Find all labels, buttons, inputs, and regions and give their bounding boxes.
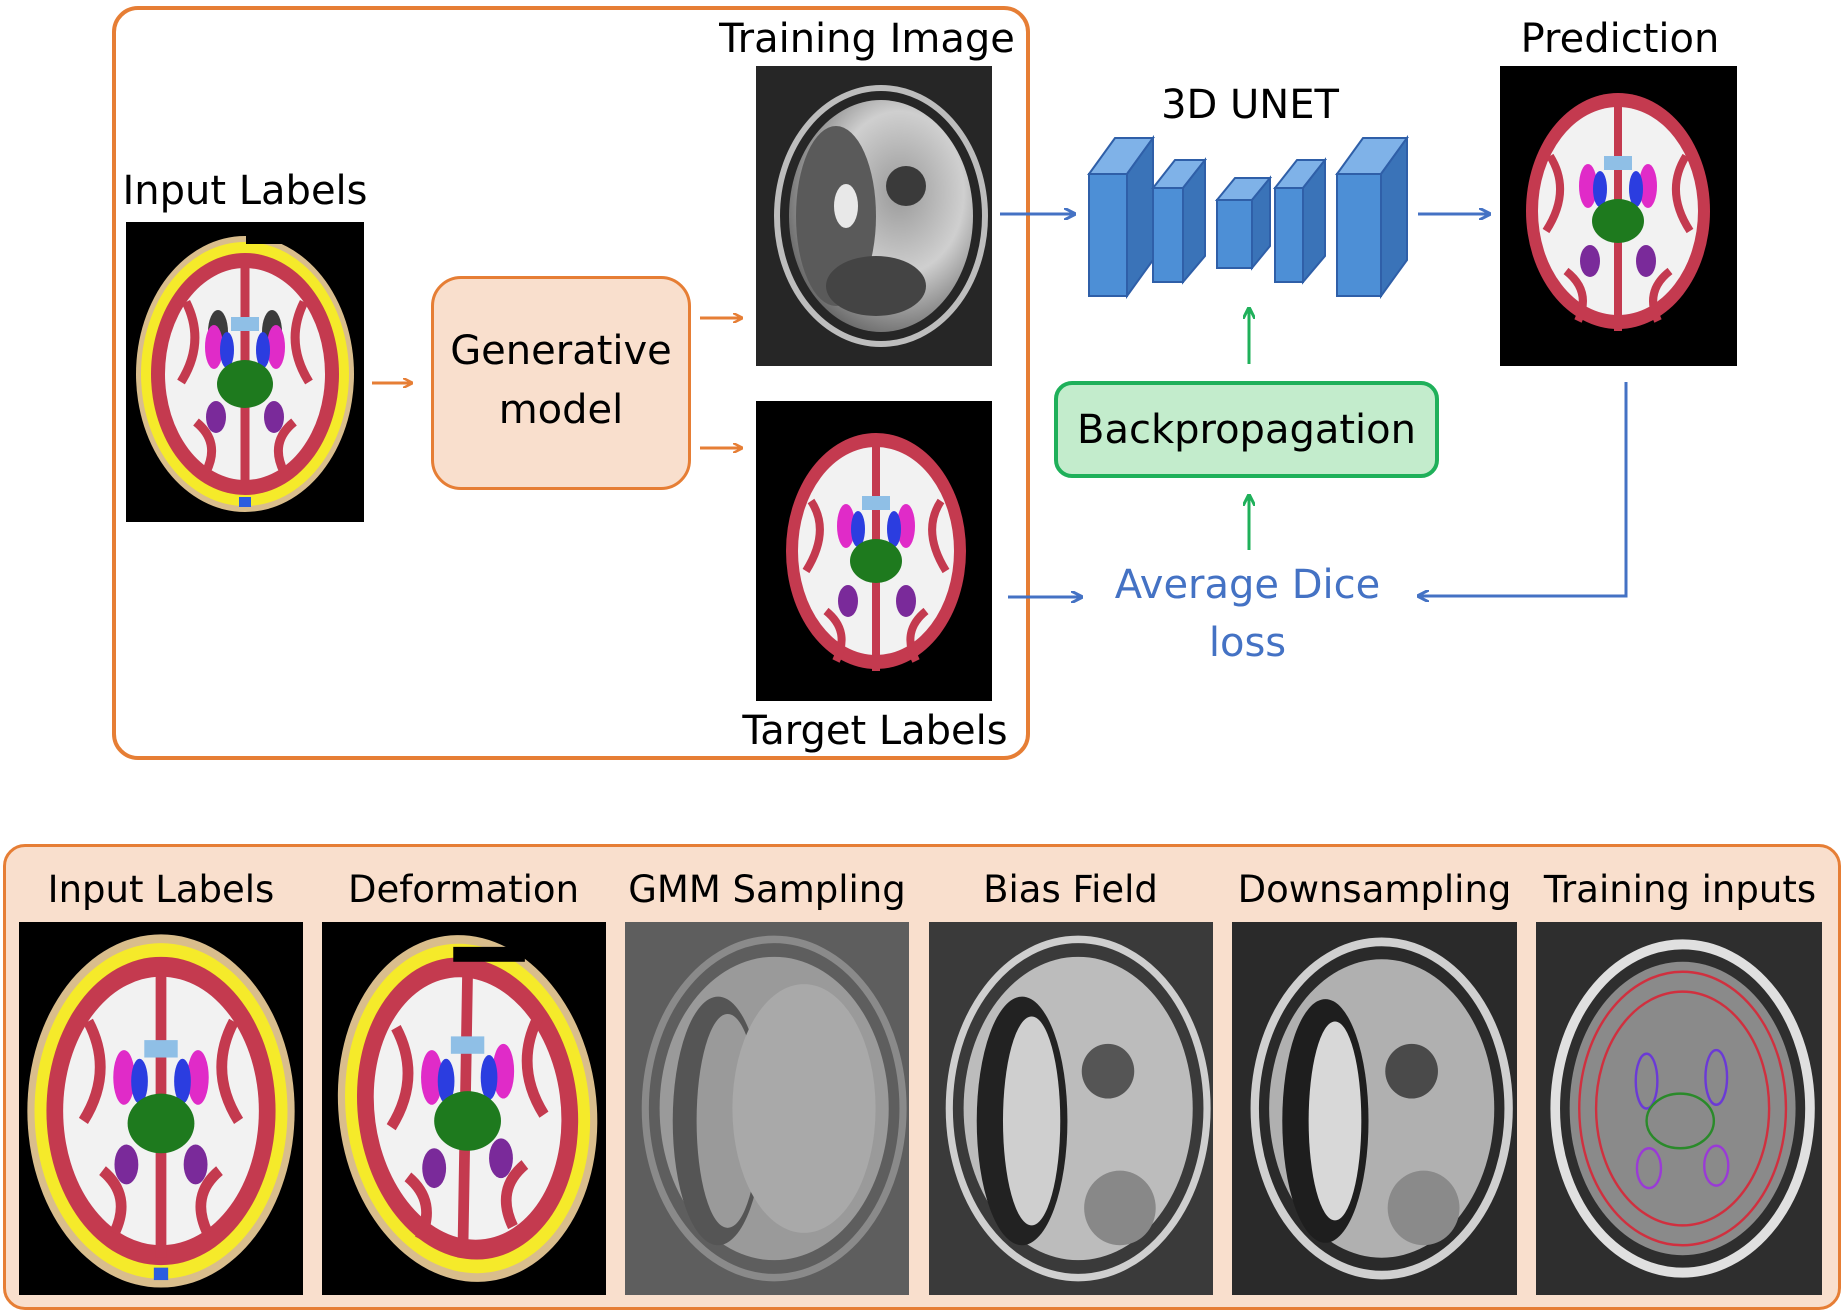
- step-label-deformation: Deformation: [347, 868, 580, 911]
- target-labels-image: [756, 401, 992, 701]
- step-label-downsampling: Downsampling: [1237, 868, 1512, 911]
- backpropagation-label: Backpropagation: [1077, 407, 1416, 453]
- input-labels-image: [126, 222, 364, 522]
- prediction-image: [1500, 66, 1737, 366]
- step-label-bias-field: Bias Field: [983, 868, 1158, 911]
- step-image-deformation: [322, 922, 606, 1295]
- step-image-gmm-sampling: [625, 922, 909, 1295]
- step-image-input-labels: [19, 922, 303, 1295]
- generative-pipeline-frame: [112, 6, 1030, 760]
- step-label-input-labels: Input Labels: [47, 868, 275, 911]
- input-labels-title: Input Labels: [122, 168, 368, 214]
- dice-loss-label-line1: Average Dice: [1114, 562, 1381, 608]
- step-image-bias-field: [929, 922, 1213, 1295]
- step-image-training-inputs: [1536, 922, 1822, 1295]
- step-image-downsampling: [1232, 922, 1517, 1295]
- dice-loss-label-line2: loss: [1208, 620, 1287, 666]
- training-image-title: Training Image: [719, 16, 1015, 62]
- unet-diagram: [1085, 130, 1415, 300]
- arrow-prediction-to-dice: [1418, 382, 1628, 596]
- training-image: [756, 66, 992, 366]
- prediction-title: Prediction: [1520, 16, 1720, 62]
- target-labels-title: Target Labels: [742, 708, 1008, 754]
- unet-title: 3D UNET: [1161, 82, 1339, 128]
- generative-model-label-line2: model: [498, 387, 624, 433]
- step-label-training-inputs: Training inputs: [1543, 868, 1817, 911]
- generative-model-label-line1: Generative: [450, 328, 672, 374]
- generative-model-box: [431, 276, 691, 490]
- augmentation-steps-frame: [3, 844, 1841, 1310]
- backpropagation-box: [1054, 381, 1439, 478]
- step-label-gmm-sampling: GMM Sampling: [628, 868, 906, 911]
